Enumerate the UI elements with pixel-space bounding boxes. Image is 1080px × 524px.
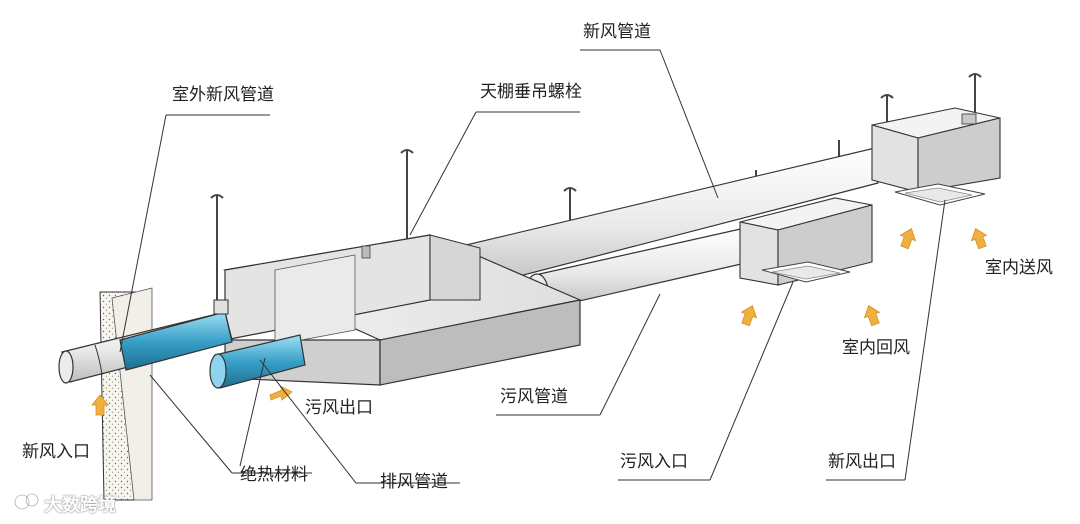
label-outdoor-fresh-air-duct: 室外新风管道 [172,85,274,105]
label-exhaust-duct: 排风管道 [380,472,448,492]
label-fresh-air-inlet: 新风入口 [22,442,90,462]
label-fresh-air-outlet: 新风出口 [828,452,896,472]
outdoor-fresh-air-duct [58,299,233,384]
label-indoor-supply-air: 室内送风 [985,258,1053,278]
label-ceiling-hanger-bolt: 天棚垂吊螺栓 [480,82,582,102]
label-dirty-air-duct: 污风管道 [500,387,568,407]
exhaust-duct [209,334,306,389]
label-insulation-material: 绝热材料 [240,465,308,485]
watermark-logo-icon [14,490,40,512]
airflow-arrows [91,228,988,416]
label-exhaust-outlet: 污风出口 [305,398,373,418]
watermark-text: 大数跨境 [44,495,116,516]
label-dirty-air-inlet: 污风入口 [620,452,688,472]
supply-air-box [871,107,1001,206]
label-fresh-air-duct: 新风管道 [583,22,651,42]
heat-exchanger-unit [222,234,582,386]
label-indoor-return-air: 室内回风 [842,338,910,358]
leader-lines [119,49,946,484]
return-air-box [739,197,873,286]
